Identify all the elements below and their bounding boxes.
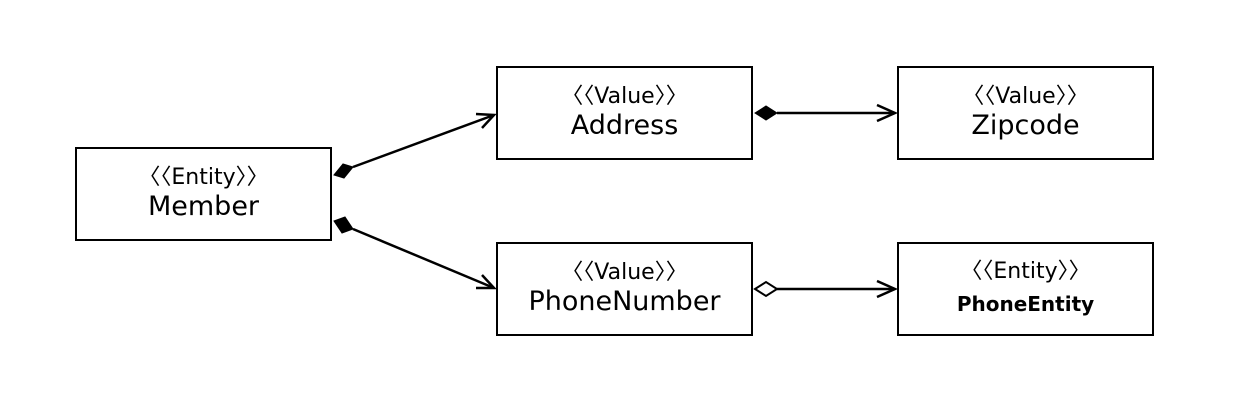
class-box-zipcode: 〈〈Value〉〉 Zipcode xyxy=(897,66,1154,160)
relation-line xyxy=(352,227,495,290)
stereotype-label: 〈〈Value〉〉 xyxy=(561,84,688,109)
class-box-address: 〈〈Value〉〉 Address xyxy=(496,66,753,160)
relation-member-address xyxy=(333,112,497,179)
class-name: Zipcode xyxy=(971,110,1080,141)
class-name: Address xyxy=(570,110,679,141)
class-box-phonenumber: 〈〈Value〉〉 PhoneNumber xyxy=(496,242,753,336)
stereotype-label: 〈〈Entity〉〉 xyxy=(138,165,269,190)
relation-member-phonenumber xyxy=(333,216,497,290)
relation-address-zipcode xyxy=(754,103,899,123)
open-arrowhead-icon xyxy=(876,279,899,299)
class-name: PhoneEntity xyxy=(956,292,1095,316)
open-arrowhead-icon xyxy=(476,274,497,290)
stereotype-label: 〈〈Entity〉〉 xyxy=(960,259,1091,284)
open-arrowhead-icon xyxy=(475,112,497,129)
stereotype-label: 〈〈Value〉〉 xyxy=(561,260,688,285)
relation-line xyxy=(352,113,495,169)
class-name: PhoneNumber xyxy=(528,286,721,317)
composition-diamond-icon xyxy=(333,163,354,179)
composition-diamond-icon xyxy=(754,105,778,121)
class-name: Member xyxy=(147,191,260,222)
open-arrowhead-icon xyxy=(876,103,899,123)
relation-phonenumber-phoneentity xyxy=(753,279,899,299)
aggregation-diamond-icon xyxy=(753,280,779,298)
class-box-phoneentity: 〈〈Entity〉〉 PhoneEntity xyxy=(897,242,1154,336)
class-box-member: 〈〈Entity〉〉 Member xyxy=(75,147,332,241)
stereotype-label: 〈〈Value〉〉 xyxy=(962,84,1089,109)
composition-diamond-icon xyxy=(333,216,354,234)
